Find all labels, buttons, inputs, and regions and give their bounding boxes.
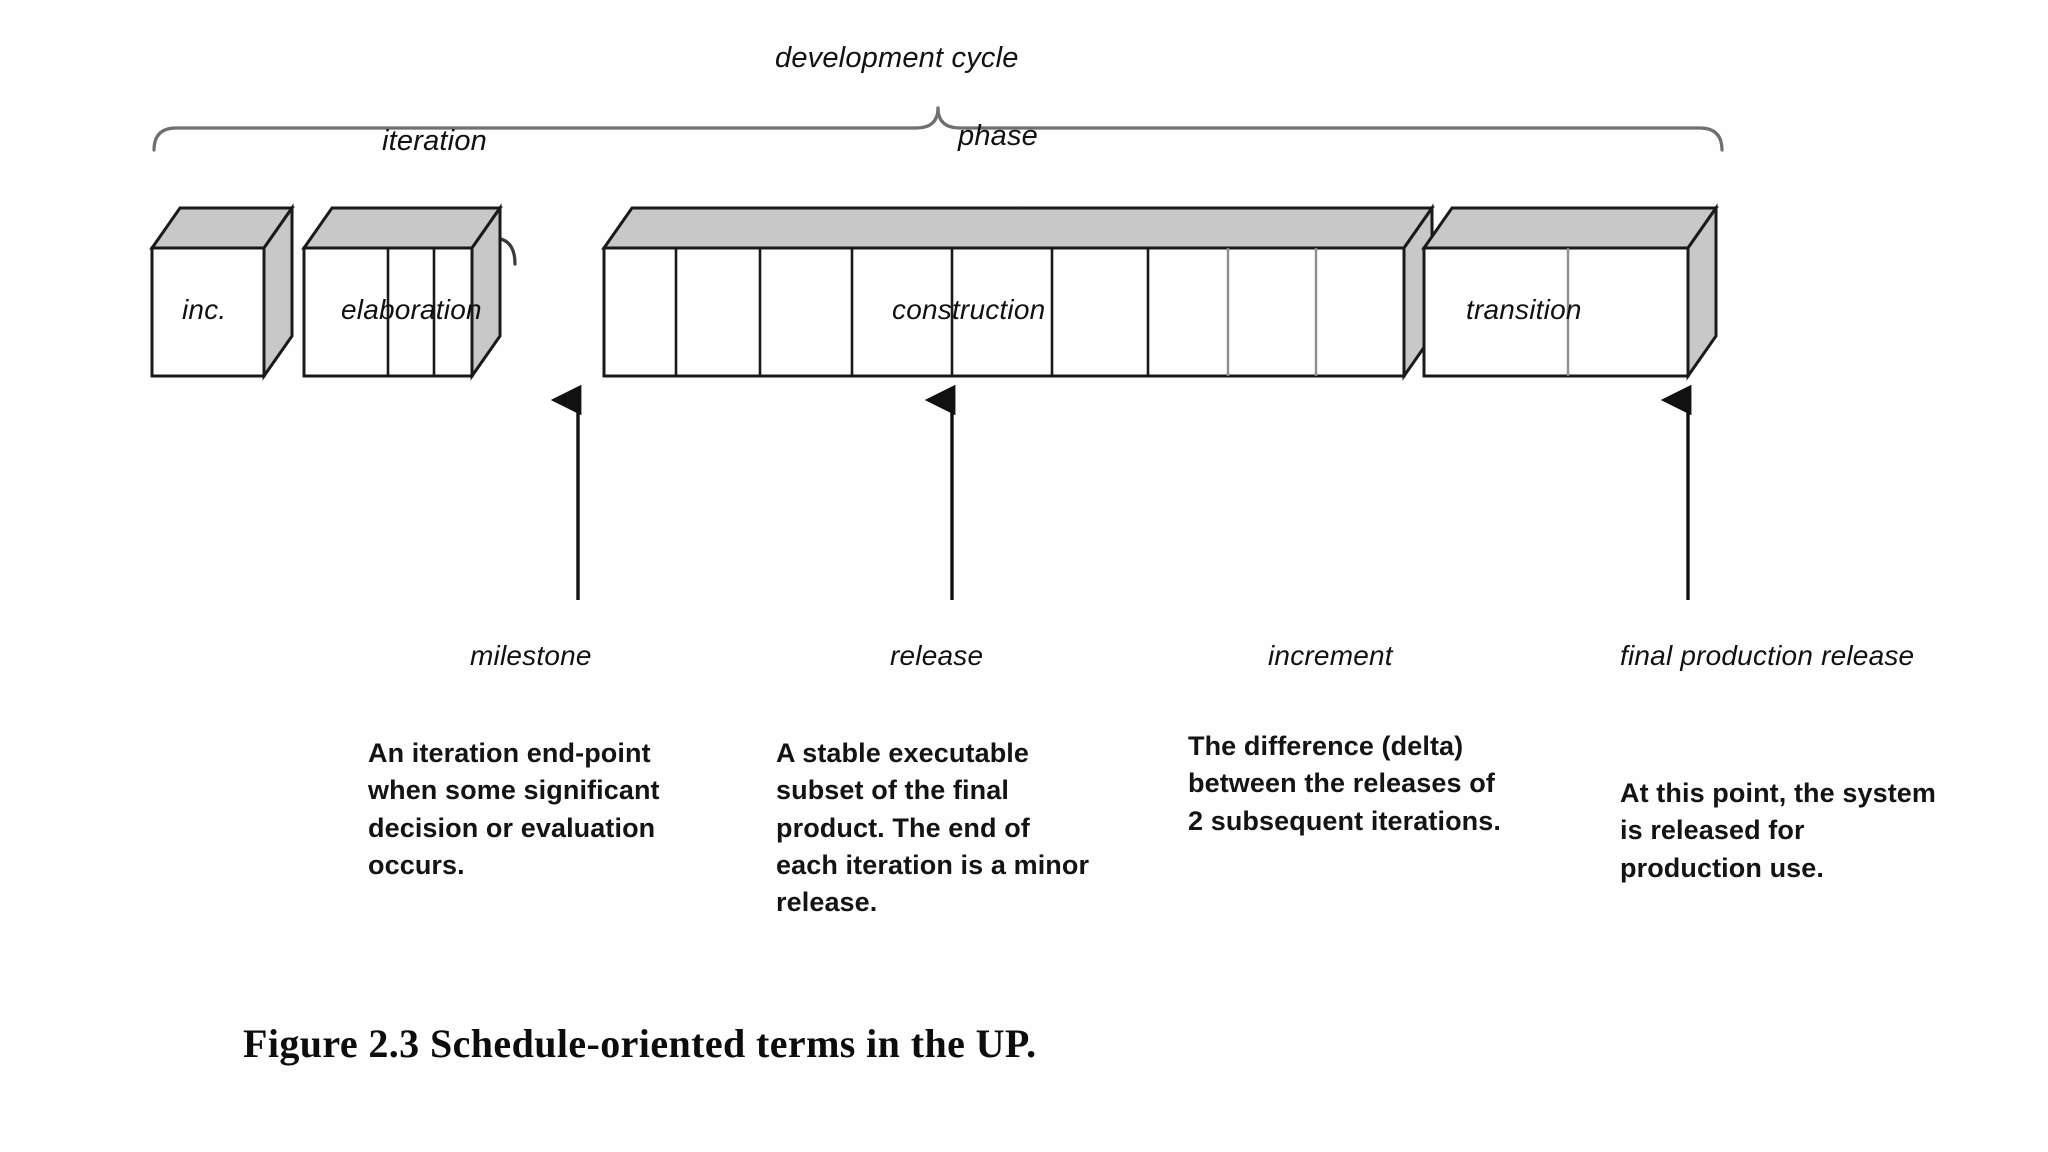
brace-development-cycle [152, 106, 1724, 152]
brace-label-iteration: iteration [382, 125, 487, 157]
callout-title-increment: increment [1268, 640, 1393, 671]
box-label-transition: transition [1466, 294, 1582, 325]
brace-label-development-cycle: development cycle [775, 42, 1019, 74]
box-construction [601, 203, 1435, 381]
box-elaboration [301, 203, 503, 381]
figure-caption: Figure 2.3 Schedule-oriented terms in th… [243, 1021, 1037, 1066]
box-inception [149, 203, 295, 381]
callout-title-release: release [890, 640, 984, 671]
box-label-construction: construction [892, 294, 1046, 325]
callout-body-increment: The difference (delta) between the relea… [1188, 731, 1501, 836]
callout-body-milestone: An iteration end-point when some signifi… [368, 738, 660, 880]
callout-title-final-production-release: final production release [1620, 640, 1915, 671]
brace-label-phase: phase [958, 120, 1039, 152]
callout-body-release: A stable executable subset of the final … [776, 738, 1090, 917]
box-label-inception: inc. [182, 294, 227, 325]
callout-body-final-production-release: At this point, the system is released fo… [1620, 778, 1937, 883]
callout-title-milestone: milestone [470, 640, 592, 671]
box-label-elaboration: elaboration [341, 294, 482, 325]
box-transition [1421, 203, 1719, 381]
